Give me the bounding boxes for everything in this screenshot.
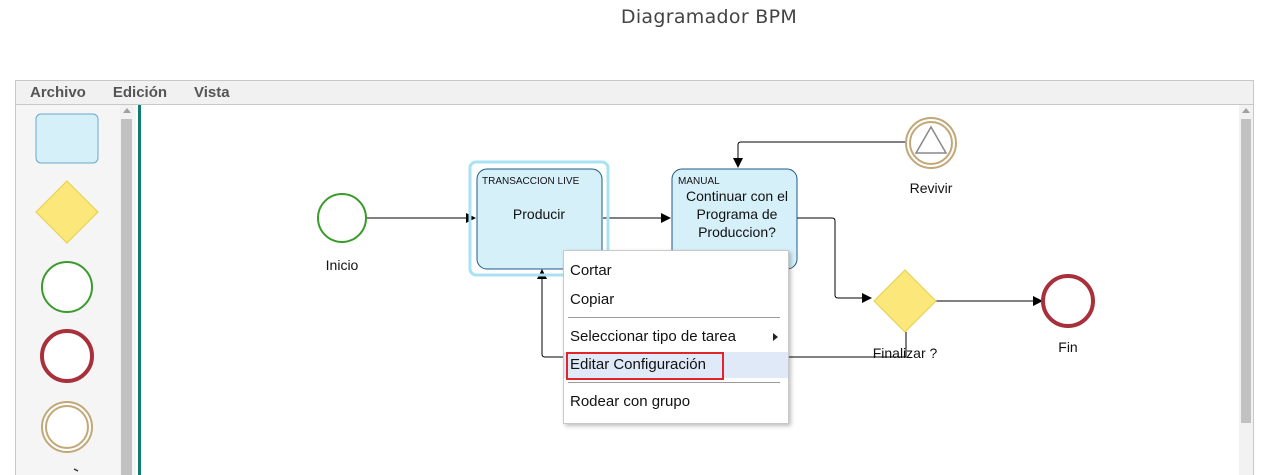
- task-continuar-line1: Continuar con el: [686, 188, 788, 204]
- palette-gateway-shape[interactable]: [35, 180, 99, 244]
- ctx-item-editar-label: Editar Configuración: [570, 356, 706, 373]
- menubar: Archivo Edición Vista: [16, 81, 1253, 105]
- palette-shapes: [35, 113, 99, 472]
- edge-gateway-loop-producir[interactable]: [537, 269, 907, 358]
- event-revivir-label: Revivir: [910, 180, 953, 196]
- diagram-svg: Inicio TRANSACCION LIVE Producir MANUAL …: [317, 117, 1095, 361]
- menu-edicion[interactable]: Edición: [112, 84, 168, 101]
- palette-more-arrow: [73, 468, 79, 472]
- gateway-finalizar-label: Finalizar ?: [873, 345, 938, 361]
- gateway-finalizar[interactable]: [873, 269, 937, 333]
- highlight-box: [566, 352, 724, 380]
- canvas-scroll-thumb[interactable]: [1241, 119, 1251, 423]
- task-producir-type: TRANSACCION LIVE: [482, 176, 580, 187]
- task-producir-name: Producir: [513, 206, 565, 222]
- palette-scroll-thumb[interactable]: [121, 119, 132, 475]
- ctx-item-cortar[interactable]: Cortar: [570, 262, 612, 279]
- submenu-arrow-icon: [773, 333, 778, 341]
- end-event-fin[interactable]: [1041, 274, 1095, 328]
- task-continuar-type: MANUAL: [678, 176, 720, 187]
- canvas-scrollbar[interactable]: [1239, 105, 1253, 475]
- task-producir-selection: [468, 160, 610, 277]
- start-event-label: Inicio: [326, 257, 359, 273]
- triangle-icon: [914, 125, 948, 154]
- task-continuar-line3: Produccion?: [698, 224, 776, 240]
- ctx-item-copiar[interactable]: Copiar: [570, 291, 615, 308]
- shape-palette: [16, 105, 136, 475]
- palette-task-shape[interactable]: [35, 113, 99, 164]
- palette-start-event-shape[interactable]: [41, 261, 93, 313]
- edge-revivir-continuar[interactable]: [733, 141, 907, 168]
- canvas-scroll-up-arrow-icon[interactable]: [1242, 108, 1250, 113]
- ctx-item-seleccionar-tipo[interactable]: Seleccionar tipo de tarea: [564, 324, 788, 350]
- menu-archivo[interactable]: Archivo: [30, 84, 86, 101]
- palette-intermediate-event-shape[interactable]: [41, 401, 93, 453]
- panel-splitter[interactable]: [138, 105, 141, 475]
- event-revivir-inner: [909, 121, 953, 165]
- context-menu: Cortar Copiar Seleccionar tipo de tarea …: [563, 250, 789, 424]
- start-event-inicio[interactable]: [317, 193, 367, 243]
- end-event-label: Fin: [1058, 339, 1077, 355]
- ctx-separator: [568, 317, 780, 318]
- page-title: Diagramador BPM: [620, 6, 798, 28]
- ctx-item-rodear-grupo[interactable]: Rodear con grupo: [570, 393, 691, 410]
- ctx-item-seleccionar-label: Seleccionar tipo de tarea: [570, 328, 736, 345]
- menu-vista[interactable]: Vista: [194, 84, 230, 101]
- palette-intermediate-inner: [45, 405, 89, 449]
- scroll-up-arrow-icon[interactable]: [123, 108, 131, 113]
- task-producir[interactable]: [476, 168, 603, 270]
- edge-continuar-gateway[interactable]: [797, 217, 872, 303]
- ctx-item-editar-configuracion[interactable]: Editar Configuración: [564, 352, 788, 380]
- palette-end-event-shape[interactable]: [40, 329, 94, 383]
- ctx-separator: [568, 382, 780, 383]
- task-continuar-line2: Programa de: [697, 206, 778, 222]
- palette-scrollbar[interactable]: [120, 105, 133, 475]
